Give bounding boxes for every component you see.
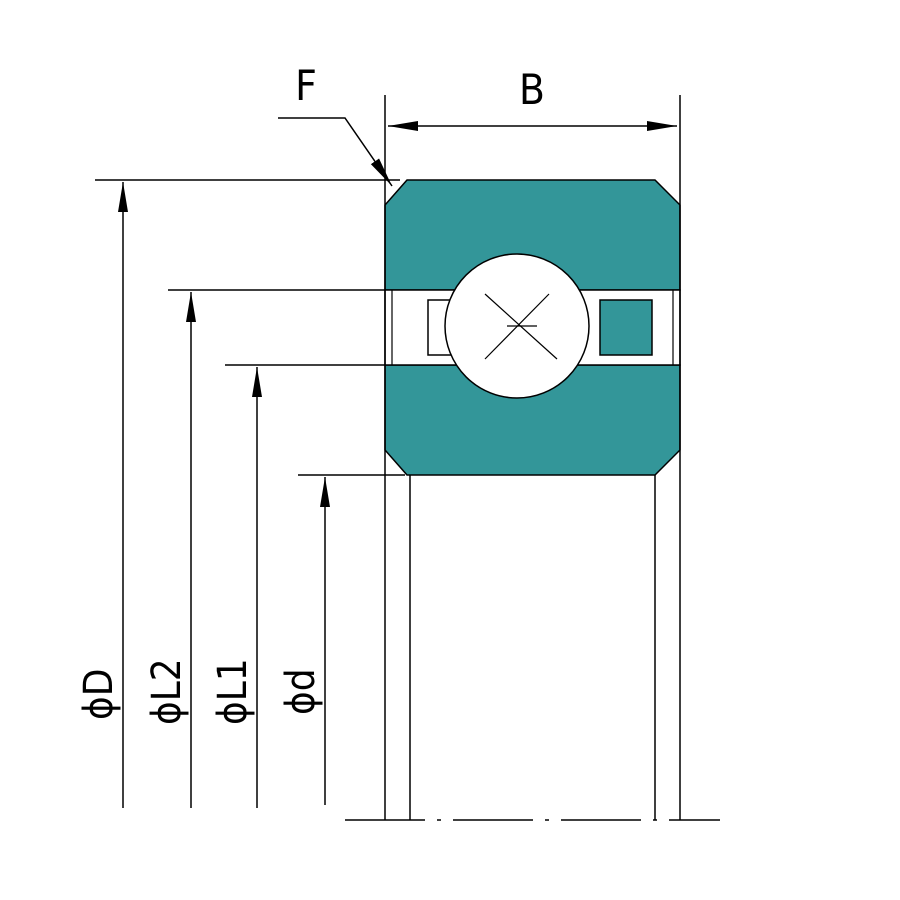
label-outer-diameter: ϕD	[76, 669, 122, 720]
label-b: B	[519, 65, 545, 114]
label-bore-diameter: ϕd	[278, 668, 324, 715]
label-l1-diameter: ϕL1	[210, 658, 256, 725]
cage-right	[599, 299, 653, 356]
label-l2-diameter: ϕL2	[144, 658, 190, 725]
chamfer-leader	[278, 117, 393, 187]
label-f: F	[295, 61, 317, 110]
